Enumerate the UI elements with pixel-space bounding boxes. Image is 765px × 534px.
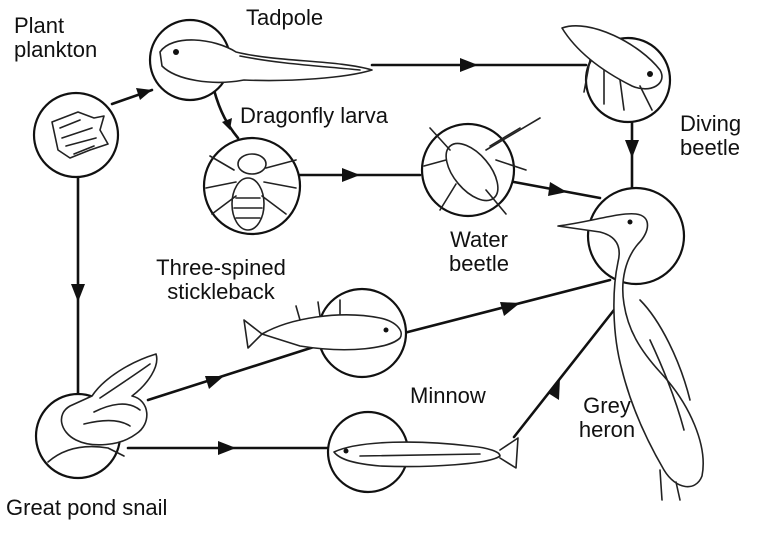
label-plant-plankton: Plant plankton — [14, 14, 97, 62]
minnow-illustration — [328, 412, 518, 492]
label-stickleback: Three-spined stickleback — [132, 256, 310, 304]
label-diving-beetle: Diving beetle — [680, 112, 741, 160]
arrowhead-snail-stickleback — [205, 376, 224, 389]
dragonfly-larva-illustration — [204, 138, 300, 234]
label-great-pond-snail: Great pond snail — [6, 496, 167, 520]
tadpole-illustration — [150, 20, 372, 100]
plant-plankton-illustration — [34, 93, 118, 177]
arrowhead-plankton-snail — [71, 284, 85, 302]
arrowhead-dragonfly-waterbeetle — [342, 168, 360, 182]
arrowhead-plankton-tadpole — [136, 88, 152, 100]
diving-beetle-illustration — [562, 26, 670, 122]
grey-heron-illustration — [558, 188, 703, 500]
arrowhead-minnow-heron — [548, 378, 560, 400]
arrowhead-waterbeetle-heron — [548, 182, 567, 196]
link-snail-stickleback — [148, 345, 320, 400]
great-pond-snail-illustration — [36, 354, 157, 478]
arrowhead-divingbeetle-heron — [625, 140, 639, 158]
label-water-beetle: Water beetle — [434, 228, 524, 276]
water-beetle-illustration — [422, 118, 540, 216]
arrowhead-stickleback-heron — [500, 302, 520, 316]
link-tadpole-dragonfly — [214, 90, 238, 138]
label-minnow: Minnow — [410, 384, 486, 408]
arrowhead-tadpole-diving-beetle — [460, 58, 478, 72]
label-grey-heron: Grey heron — [568, 394, 646, 442]
label-dragonfly-larva: Dragonfly larva — [240, 104, 388, 128]
label-tadpole: Tadpole — [246, 6, 323, 30]
arrowhead-snail-minnow — [218, 441, 236, 455]
